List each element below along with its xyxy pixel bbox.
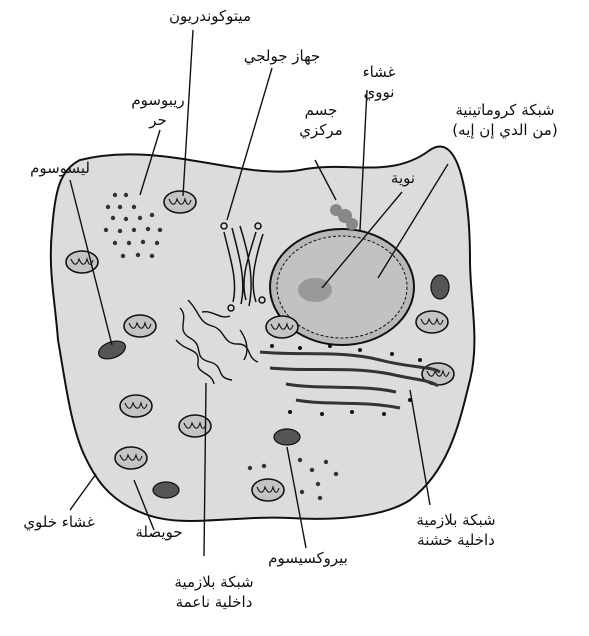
label-nucleolus: نوية [368, 168, 438, 188]
label-peroxisome: بيروكسيسوم [248, 548, 368, 568]
label-cell-membrane: غشاء خلوي [4, 512, 114, 532]
label-chromatin: شبكة كروماتينية(من الدي إن إيه) [430, 100, 580, 140]
label-golgi: جهاز جولجي [222, 46, 342, 66]
label-vesicle: حويصلة [114, 522, 204, 542]
label-lysosome: ليسوسوم [10, 158, 110, 178]
label-mitochondrion: ميتوكوندريون [140, 6, 280, 26]
